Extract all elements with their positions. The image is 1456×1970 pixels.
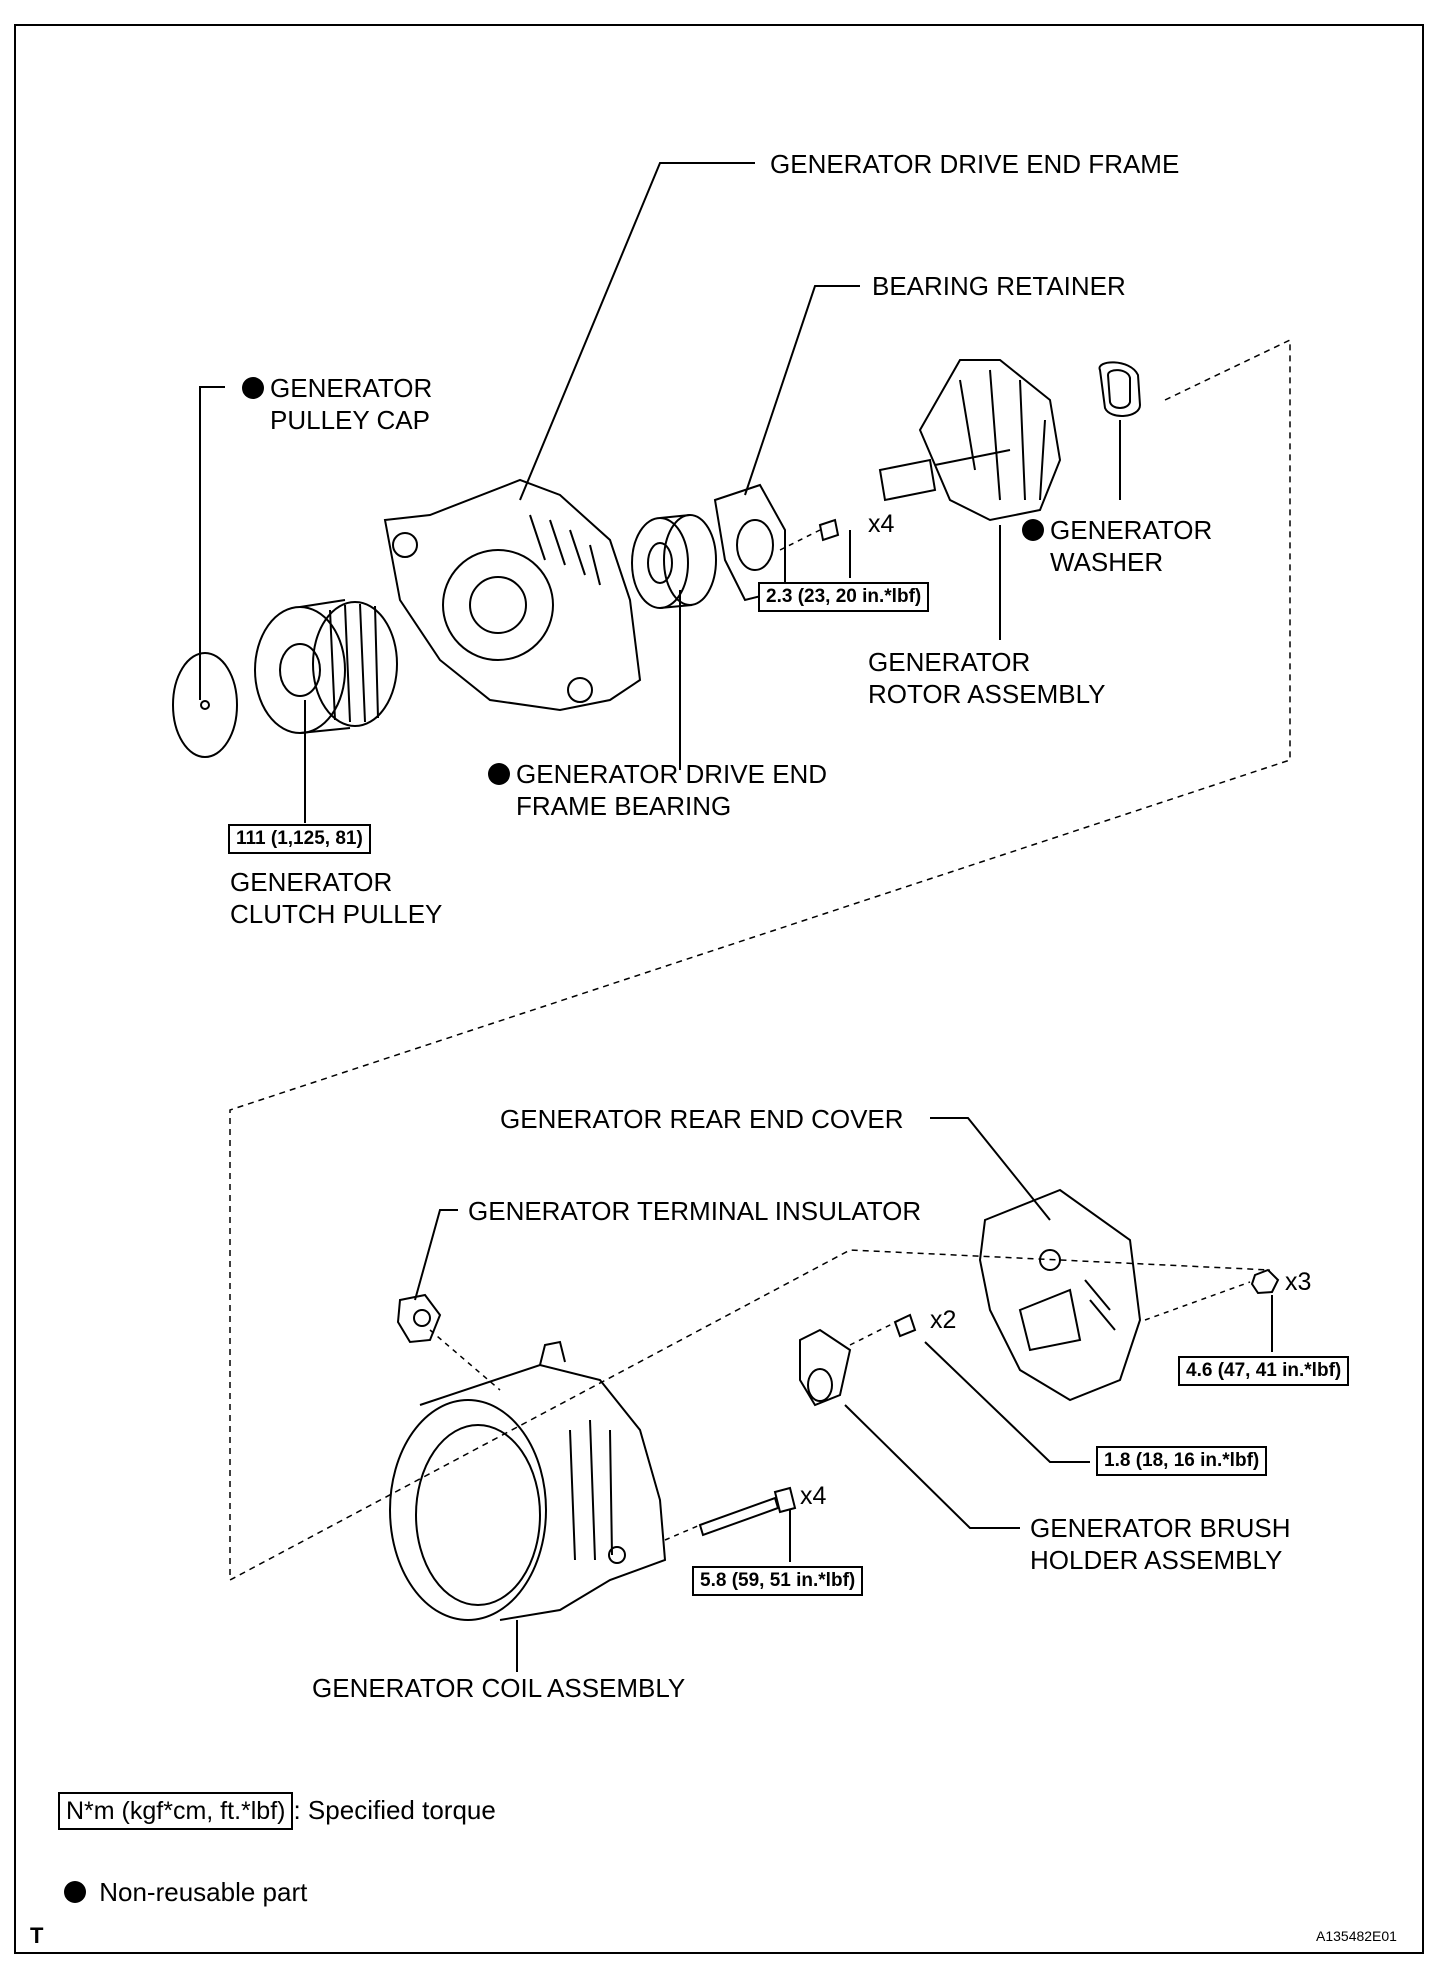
leader-drive-end-frame bbox=[519, 162, 755, 501]
label-brush-holder-line2: HOLDER ASSEMBLY bbox=[1030, 1545, 1283, 1575]
label-rotor-line1: GENERATOR bbox=[868, 647, 1031, 677]
diagram-frame bbox=[14, 24, 1424, 1954]
label-washer: GENERATOR bbox=[1022, 514, 1212, 546]
axis-retainer-screw bbox=[779, 529, 821, 551]
non-reusable-mark bbox=[242, 377, 264, 399]
label-pulley-cap: GENERATOR bbox=[242, 372, 432, 404]
label-terminal-insulator: GENERATOR TERMINAL INSULATOR bbox=[468, 1196, 922, 1226]
qty-rear-cover-nut: x3 bbox=[1285, 1268, 1312, 1296]
rear-cover-nut-part bbox=[1250, 1268, 1280, 1295]
label-de-bearing-line2: FRAME BEARING bbox=[516, 791, 732, 821]
brush-holder-part bbox=[799, 1328, 852, 1407]
torque-brush-screw: 1.8 (18, 16 in.*lbf) bbox=[1096, 1446, 1268, 1476]
figure-id: A135482E01 bbox=[1316, 1928, 1397, 1944]
pulley-cap-part bbox=[172, 652, 238, 758]
leader-brush-holder bbox=[844, 1404, 1020, 1529]
label-pulley-cap-line2: PULLEY CAP bbox=[270, 405, 430, 435]
label-de-bearing: GENERATOR DRIVE END bbox=[488, 758, 827, 790]
legend-torque-desc: : Specified torque bbox=[293, 1795, 496, 1825]
axis-coil-bolt bbox=[664, 1524, 701, 1541]
legend-torque: N*m (kgf*cm, ft.*lbf): Specified torque bbox=[58, 1792, 496, 1830]
qty-retainer-screw: x4 bbox=[868, 510, 895, 538]
generator-washer-part bbox=[1098, 361, 1142, 417]
label-rotor-line2: ROTOR ASSEMBLY bbox=[868, 679, 1106, 709]
retainer-screw-part bbox=[818, 518, 840, 542]
leader-terminal-insulator bbox=[414, 1209, 458, 1301]
clutch-pulley-part bbox=[254, 599, 398, 734]
label-coil-assembly: GENERATOR COIL ASSEMBLY bbox=[312, 1673, 686, 1703]
label-drive-end-frame: GENERATOR DRIVE END FRAME bbox=[770, 149, 1180, 179]
leader-brush-torque bbox=[924, 1341, 1090, 1463]
label-de-bearing-line1: GENERATOR DRIVE END bbox=[516, 759, 828, 789]
brush-screw-part bbox=[893, 1313, 917, 1338]
label-brush-holder-line1: GENERATOR BRUSH bbox=[1030, 1513, 1291, 1543]
leader-pulley-cap bbox=[199, 386, 225, 700]
label-washer-line1: GENERATOR bbox=[1050, 515, 1213, 545]
axis-brush bbox=[849, 1319, 901, 1346]
axis-rear-nut bbox=[1144, 1281, 1251, 1321]
coil-assembly-part bbox=[389, 1340, 667, 1621]
label-clutch-pulley-line2: CLUTCH PULLEY bbox=[230, 899, 443, 929]
assembly-axis-upper bbox=[229, 338, 1291, 1582]
label-rear-end-cover: GENERATOR REAR END COVER bbox=[500, 1104, 904, 1134]
torque-retainer-screw: 2.3 (23, 20 in.*lbf) bbox=[758, 582, 930, 612]
leader-bearing-retainer bbox=[744, 285, 860, 496]
legend-torque-unit: N*m (kgf*cm, ft.*lbf) bbox=[58, 1792, 294, 1830]
non-reusable-mark bbox=[488, 763, 510, 785]
drive-end-frame-part bbox=[383, 478, 642, 712]
legend-non-reusable-text: Non-reusable part bbox=[99, 1877, 308, 1907]
rear-end-cover-part bbox=[978, 1188, 1142, 1402]
rotor-part bbox=[878, 359, 1062, 522]
coil-bolt-part bbox=[698, 1486, 797, 1537]
label-bearing-retainer: BEARING RETAINER bbox=[872, 271, 1126, 301]
torque-clutch-pulley: 111 (1,125, 81) bbox=[228, 824, 371, 854]
label-washer-line2: WASHER bbox=[1050, 547, 1164, 577]
leader-rear-end-cover bbox=[930, 1117, 1051, 1221]
footer-mark: T bbox=[30, 1923, 44, 1948]
qty-coil-bolt: x4 bbox=[800, 1482, 827, 1510]
legend-non-reusable: Non-reusable part bbox=[64, 1876, 307, 1908]
label-clutch-pulley-line1: GENERATOR bbox=[230, 867, 393, 897]
non-reusable-mark bbox=[1022, 519, 1044, 541]
terminal-insulator-part bbox=[396, 1293, 442, 1344]
torque-coil-bolt: 5.8 (59, 51 in.*lbf) bbox=[692, 1566, 864, 1596]
label-pulley-cap-line1: GENERATOR bbox=[270, 373, 433, 403]
torque-rear-cover-nut: 4.6 (47, 41 in.*lbf) bbox=[1178, 1356, 1350, 1386]
de-bearing-part bbox=[631, 514, 717, 609]
non-reusable-mark bbox=[64, 1881, 86, 1903]
qty-brush-screw: x2 bbox=[930, 1306, 957, 1334]
